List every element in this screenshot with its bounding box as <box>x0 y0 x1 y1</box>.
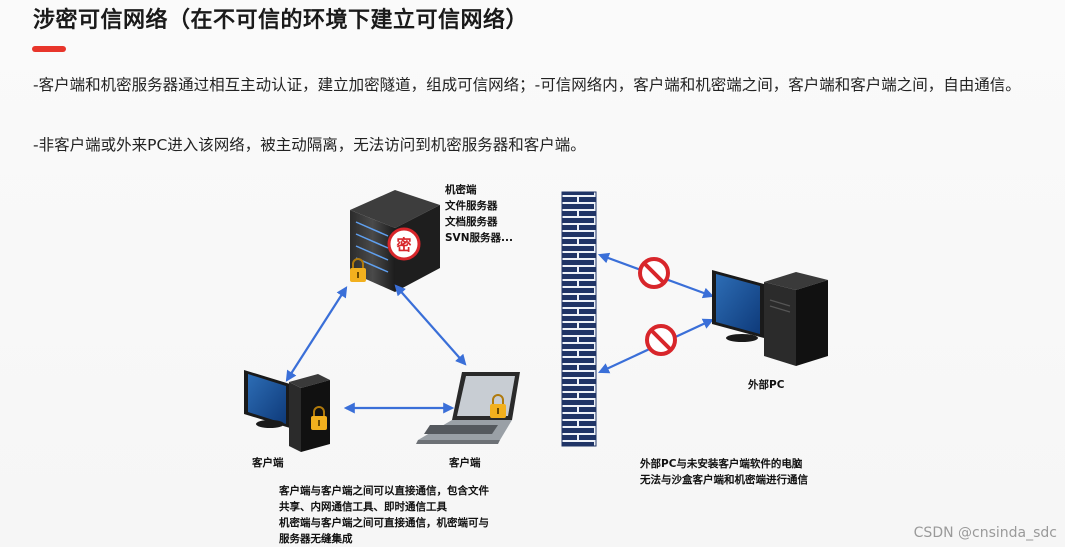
server-labels: 机密端 文件服务器 文档服务器 SVN服务器... <box>444 183 513 244</box>
server-label-4: SVN服务器... <box>445 231 513 244</box>
client-desktop-icon <box>244 370 330 452</box>
external-note-line-1: 外部PC与未安装客户端软件的电脑 <box>639 457 803 470</box>
forbidden-icon-upper <box>638 257 670 289</box>
link-server-client-left <box>285 286 348 382</box>
secret-badge-icon <box>387 227 421 261</box>
server-label-2: 文件服务器 <box>444 199 498 212</box>
page-title: 涉密可信网络（在不可信的环境下建立可信网络） <box>33 8 529 33</box>
server-label-1: 机密端 <box>445 183 477 196</box>
paragraph-2: -非客户端或外来PC进入该网络，被主动隔离，无法访问到机密服务器和客户端。 <box>33 136 586 154</box>
client-note-line-4: 服务器无缝集成 <box>279 532 353 545</box>
external-pc-label: 外部PC <box>747 378 785 391</box>
external-note-line-2: 无法与沙盒客户端和机密端进行通信 <box>639 473 808 486</box>
trusted-links <box>285 284 467 414</box>
paragraph-1: -客户端和机密服务器通过相互主动认证，建立加密隧道，组成可信网络；-可信网络内，… <box>33 76 1021 94</box>
client-left-label: 客户端 <box>251 456 284 469</box>
forbidden-icon-lower <box>645 324 677 356</box>
client-note-line-1: 客户端与客户端之间可以直接通信，包含文件 <box>278 484 489 497</box>
client-note-line-2: 共享、内网通信工具、即时通信工具 <box>279 500 447 513</box>
client-right-label: 客户端 <box>448 456 481 469</box>
client-left-lock-icon <box>311 406 327 430</box>
secret-badge-text: 密 <box>396 236 411 254</box>
client-note: 客户端与客户端之间可以直接通信，包含文件 共享、内网通信工具、即时通信工具 机密… <box>278 484 489 545</box>
external-note: 外部PC与未安装客户端软件的电脑 无法与沙盒客户端和机密端进行通信 <box>639 457 808 486</box>
client-right-lock-icon <box>490 394 506 418</box>
client-note-line-3: 机密端与客户端之间可直接通信，机密端可与 <box>279 516 489 529</box>
server-lock-icon <box>350 258 366 282</box>
server-label-3: 文档服务器 <box>444 215 498 228</box>
title-accent-bar <box>32 46 66 52</box>
link-server-client-right <box>394 284 467 366</box>
firewall-wall-icon <box>561 191 597 447</box>
external-pc-icon <box>712 270 828 366</box>
watermark: CSDN @cnsinda_sdc <box>913 525 1057 541</box>
